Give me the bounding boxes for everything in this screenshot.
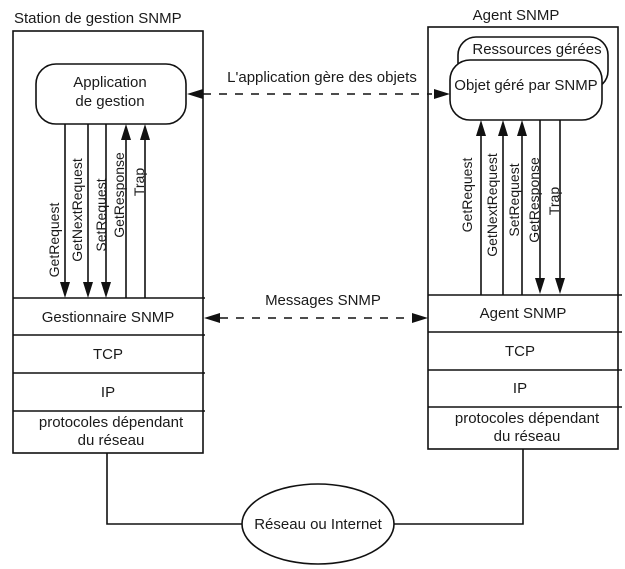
management-application-box [35,63,187,125]
arrowhead-up [517,120,527,136]
arrowhead-up [476,120,486,136]
network-cloud [241,483,395,565]
manager-msg-getrequest: GetRequest [46,203,62,278]
agent-layer-tcp: TCP [505,343,535,360]
arrowhead-down [83,282,93,298]
manager-network-wire [106,453,242,525]
manager-layer-tcp: TCP [93,346,123,363]
agent-layer-net-line2: du réseau [494,428,561,445]
app-link-label: L'application gère des objets [227,69,417,86]
arrowhead-down [555,278,565,294]
arrowhead-right [412,313,428,323]
agent-title: Agent SNMP [473,7,560,24]
manager-layer-ip: IP [101,384,115,401]
agent-msg-getnextrequest: GetNextRequest [484,153,500,257]
agent-msg-trap: Trap [546,187,562,215]
arrowhead-left [204,313,220,323]
arrowhead-down [101,282,111,298]
arrowhead-up [140,124,150,140]
manager-title: Station de gestion SNMP [14,10,182,27]
messages-link-label: Messages SNMP [265,292,381,309]
network-label: Réseau ou Internet [254,516,382,533]
agent-network-wire [394,449,524,525]
managed-object-label: Objet géré par SNMP [454,77,597,94]
arrowhead-down [60,282,70,298]
manager-msg-trap: Trap [131,168,147,196]
manager-msg-getresponse: GetResponse [111,152,127,238]
app-label-line1: Application [73,74,146,91]
arrowhead-left [187,89,203,99]
agent-msg-getresponse: GetResponse [526,157,542,243]
arrowhead-right [434,89,450,99]
app-label-line2: de gestion [75,93,144,110]
manager-layer-net-line2: du réseau [78,432,145,449]
agent-msg-setrequest: SetRequest [506,163,522,236]
agent-layer-net-line1: protocoles dépendant [455,410,600,427]
arrowhead-up [498,120,508,136]
arrowhead-up [121,124,131,140]
agent-msg-getrequest: GetRequest [459,158,475,233]
managed-resources-label: Ressources gérées [472,41,601,58]
agent-layer-ip: IP [513,380,527,397]
manager-message-arrows [60,124,150,298]
manager-msg-getnextrequest: GetNextRequest [69,158,85,262]
manager-layer-snmp: Gestionnaire SNMP [42,309,175,326]
agent-message-arrows [476,120,565,295]
manager-msg-setrequest: SetRequest [93,178,109,251]
arrowhead-down [535,278,545,294]
agent-layer-snmp: Agent SNMP [480,305,567,322]
snmp-managed-object-box [449,59,603,121]
manager-layer-net-line1: protocoles dépendant [39,414,184,431]
